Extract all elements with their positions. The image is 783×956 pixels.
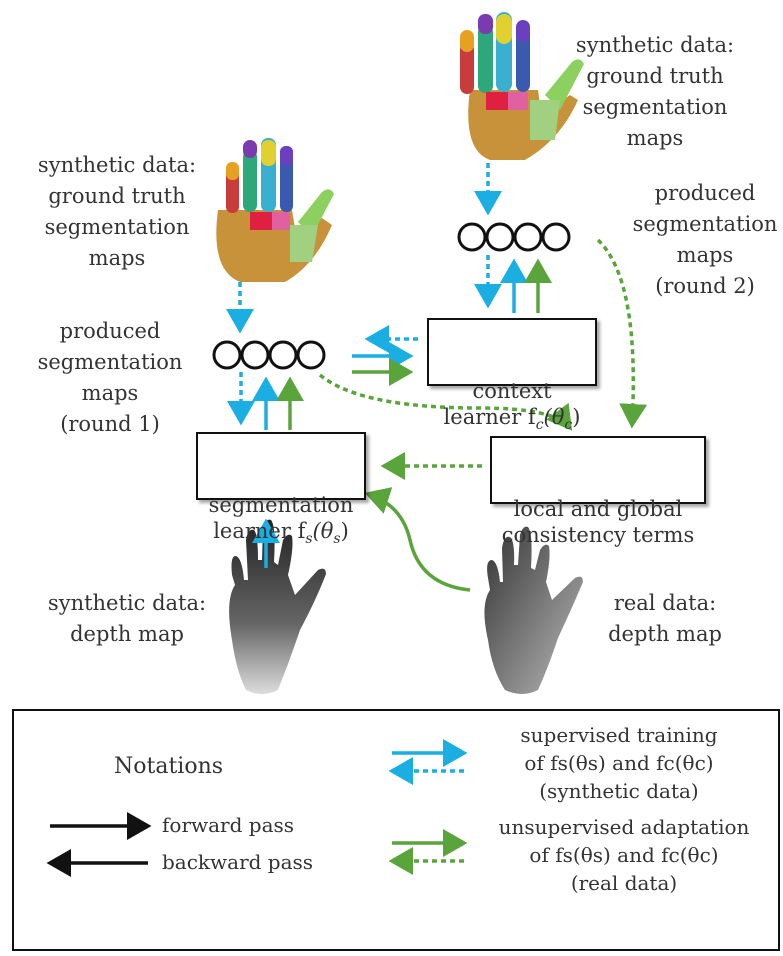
legend-backward-label: backward pass (162, 850, 314, 874)
label-synthetic-gt-left: synthetic data: ground truth segmentatio… (37, 153, 197, 270)
legend-title: Notations (114, 754, 224, 779)
hand-top-segmentation-image (460, 12, 584, 160)
segmentation-learner-box: segmentation learner fs(θs) (196, 432, 366, 547)
segmentation-learner-text: segmentation learner f (208, 493, 354, 543)
hand-synthetic-depth-image (229, 519, 326, 694)
label-produced-round1: produced segmentation maps (round 1) (37, 319, 183, 436)
consistency-terms-box: local and global consistency terms (490, 436, 706, 547)
seg-f-subscript: s (305, 531, 313, 548)
hand-real-depth-image (484, 526, 583, 694)
notations-legend: Notations forward pass backward pass sup… (12, 709, 780, 951)
context-f-subscript: c (535, 417, 544, 434)
legend-arrows (46, 739, 468, 877)
seg-theta: (θ (312, 519, 334, 543)
legend-forward-label: forward pass (162, 813, 295, 837)
context-learner-box: context learner fc(θc) (427, 318, 597, 433)
hand-left-segmentation-image (216, 138, 334, 282)
context-learner-text: context learner f (443, 379, 552, 429)
label-synthetic-depth: synthetic data: depth map (47, 591, 207, 646)
legend-unsupervised-label: unsupervised adaptation of fs(θs) and fc… (498, 815, 750, 895)
label-real-depth: real data: depth map (608, 591, 722, 646)
arrows (226, 163, 648, 592)
context-theta-subscript: c (564, 417, 573, 434)
context-theta: (θ (543, 405, 565, 429)
label-synthetic-gt-top: synthetic data: ground truth segmentatio… (575, 33, 735, 150)
label-produced-round2: produced segmentation maps (round 2) (632, 181, 778, 298)
produced-maps-round1-circles (212, 340, 326, 370)
legend-supervised-label: supervised training of fs(θs) and fc(θc)… (520, 723, 718, 803)
seg-theta-subscript: s (333, 531, 341, 548)
consistency-terms-text: local and global consistency terms (501, 497, 695, 547)
produced-maps-round2-circles (457, 222, 571, 252)
